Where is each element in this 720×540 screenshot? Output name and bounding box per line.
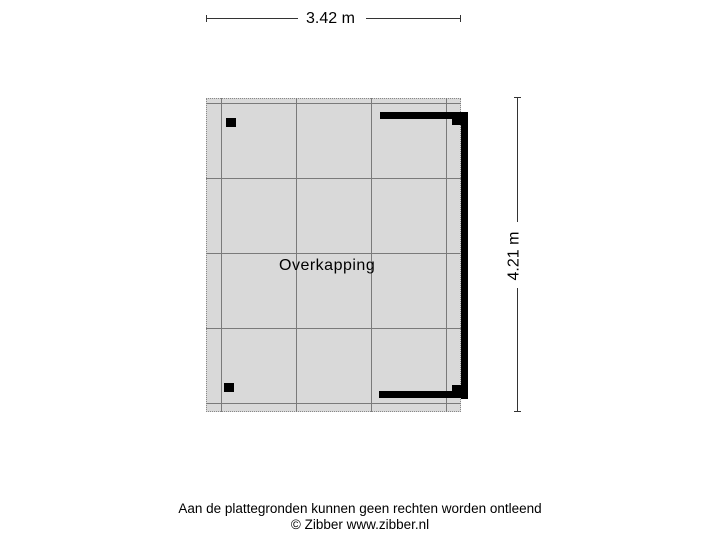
height-dimension-label: 4.21 m (505, 231, 523, 281)
width-dimension-label: 3.42 m (306, 10, 355, 27)
footer-copyright: © Zibber www.zibber.nl (290, 517, 430, 532)
width-dimension-line-left (206, 18, 298, 19)
grid-line-horizontal (206, 328, 461, 329)
room-label: Overkapping (279, 257, 376, 274)
grid-line-horizontal (206, 403, 461, 404)
width-dimension-tick-left (206, 15, 207, 22)
grid-line-vertical (371, 98, 372, 412)
post-top-left (226, 118, 236, 127)
room-floor-overkapping (206, 98, 461, 412)
grid-line-horizontal (206, 178, 461, 179)
wall-corner-bottom (452, 385, 468, 398)
width-dimension-tick-right (460, 15, 461, 22)
wall-top (380, 112, 468, 119)
grid-line-vertical (446, 98, 447, 412)
width-dimension-line-right (366, 18, 461, 19)
wall-bottom (379, 391, 468, 398)
height-dimension-tick-bottom (514, 411, 521, 412)
grid-line-vertical (296, 98, 297, 412)
grid-line-vertical (221, 98, 222, 412)
wall-right (461, 112, 468, 399)
grid-line-horizontal (206, 253, 461, 254)
height-dimension-line-bottom (517, 288, 518, 412)
grid-line-horizontal (206, 103, 461, 104)
post-bottom-left (224, 383, 234, 392)
height-dimension-line-top (517, 97, 518, 222)
footer-disclaimer: Aan de plattegronden kunnen geen rechten… (178, 501, 542, 516)
wall-corner-top (452, 112, 468, 125)
